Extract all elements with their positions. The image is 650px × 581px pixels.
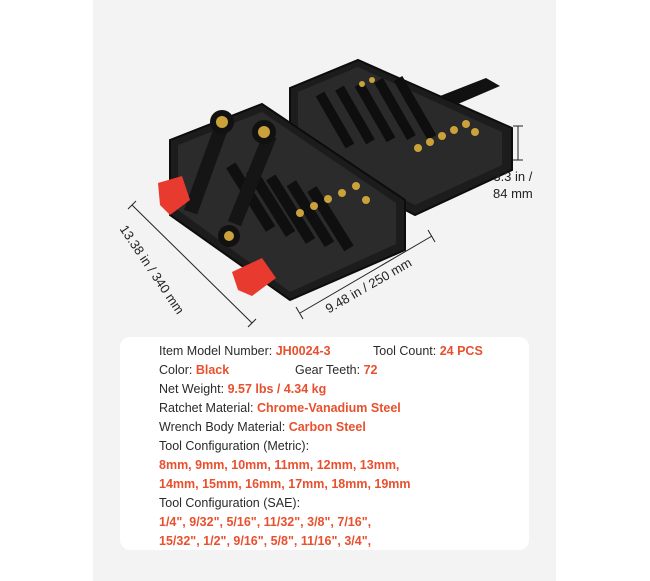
color-value: Black — [195, 363, 230, 377]
sae-sizes-line2: 15/32", 1/2", 9/16", 5/8", 11/16", 3/4", — [159, 534, 372, 548]
ratchet-material: Chrome-Vanadium Steel — [256, 401, 401, 415]
model-number: JH0024-3 — [275, 344, 331, 358]
spec-row-count: Tool Count: 24 PCS — [373, 344, 483, 358]
spec-row-model: Item Model Number: JH0024-3 — [159, 344, 331, 358]
body-material: Carbon Steel — [288, 420, 366, 434]
spec-row-body: Wrench Body Material: Carbon Steel — [159, 420, 366, 434]
height-inches: 3.3 in / — [493, 169, 533, 184]
sae-label: Tool Configuration (SAE): — [159, 496, 301, 510]
metric-label: Tool Configuration (Metric): — [159, 439, 310, 453]
gear-teeth: 72 — [363, 363, 378, 377]
spec-row-color: Color: Black — [159, 363, 230, 377]
spec-panel — [120, 337, 529, 550]
metric-sizes-line1: 8mm, 9mm, 10mm, 11mm, 12mm, 13mm, — [159, 458, 400, 472]
height-mm: 84 mm — [493, 186, 533, 201]
net-weight: 9.57 lbs / 4.34 kg — [227, 382, 327, 396]
spec-row-teeth: Gear Teeth: 72 — [295, 363, 378, 377]
height-dimension-label: 3.3 in / 84 mm — [493, 168, 533, 202]
wrench-set-case-image — [127, 58, 523, 328]
spec-row-weight: Net Weight: 9.57 lbs / 4.34 kg — [159, 382, 327, 396]
spec-row-ratchet: Ratchet Material: Chrome-Vanadium Steel — [159, 401, 401, 415]
tool-count: 24 PCS — [439, 344, 483, 358]
metric-sizes-line2: 14mm, 15mm, 16mm, 17mm, 18mm, 19mm — [159, 477, 411, 491]
sae-sizes-line1: 1/4", 9/32", 5/16", 11/32", 3/8", 7/16", — [159, 515, 372, 529]
